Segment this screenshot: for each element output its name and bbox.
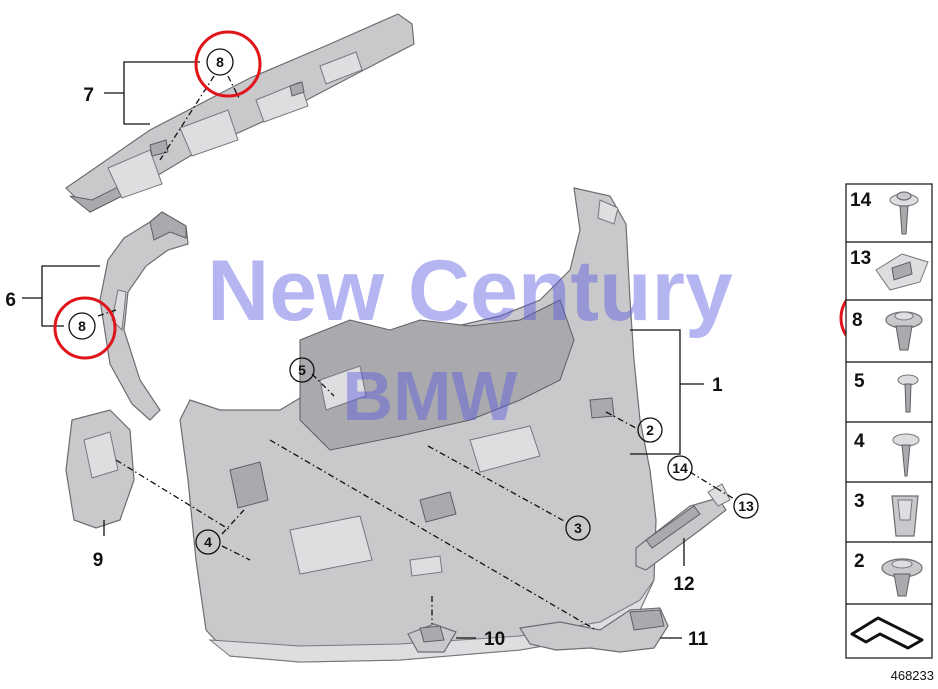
leader-lines	[22, 61, 737, 639]
callout-9: 9	[93, 550, 104, 571]
watermark-line1: New Century	[207, 243, 733, 339]
callout-2: 2	[646, 422, 654, 438]
callout-circle-3	[565, 515, 591, 541]
reference-number: 468233	[891, 668, 934, 683]
callout-circle-8a	[206, 48, 234, 76]
expanding-rivet-icon	[885, 311, 923, 351]
callout-14: 14	[672, 460, 688, 476]
push-rivet-icon	[881, 558, 923, 597]
clip-nut-icon	[875, 253, 929, 291]
callout-5: 5	[298, 362, 306, 378]
callout-1: 1	[712, 375, 723, 396]
spring-clip-icon	[891, 495, 919, 537]
callout-10: 10	[484, 629, 505, 650]
callout-8a: 8	[216, 54, 224, 70]
catalog-label-2: 2	[854, 551, 865, 572]
callout-13: 13	[738, 498, 754, 514]
callout-circle-4	[195, 529, 221, 555]
part-10-clip	[407, 623, 457, 653]
callout-6: 6	[5, 290, 16, 311]
callout-circle-14	[667, 455, 693, 481]
callout-3: 3	[574, 520, 582, 536]
catalog-label-4: 4	[854, 431, 865, 452]
part-12-handle	[635, 483, 731, 571]
catalog-label-3: 3	[854, 491, 865, 512]
screw-washer-icon	[889, 191, 919, 235]
callout-circle-5	[289, 357, 315, 383]
parts-catalog: 14 13 8 5 4 3 2	[845, 183, 934, 683]
catalog-label-5: 5	[854, 371, 865, 392]
callout-circle-8b	[68, 312, 96, 340]
callout-4: 4	[204, 534, 212, 550]
callouts: 7 6 1 9 10 11 12 8 8 5 2 3 4 14 13	[5, 48, 759, 650]
small-screw-icon	[897, 374, 919, 413]
callout-circle-13	[733, 493, 759, 519]
watermark-line2: BMW	[343, 357, 518, 435]
callout-11: 11	[688, 629, 709, 650]
bracket-symbol-icon	[850, 616, 924, 650]
part-7-upper-trim	[65, 13, 415, 213]
callout-12: 12	[673, 574, 694, 595]
catalog-label-13: 13	[850, 248, 871, 269]
part-9-cover	[65, 409, 135, 529]
highlight-circle-8a	[194, 30, 262, 98]
part-6-side-trim	[99, 211, 189, 421]
catalog-label-14: 14	[850, 190, 872, 211]
callout-circle-2	[637, 417, 663, 443]
highlight-circle-8b	[53, 296, 117, 360]
callout-8b: 8	[78, 318, 86, 334]
tapping-screw-icon	[892, 433, 920, 477]
callout-7: 7	[83, 85, 94, 106]
catalog-label-8: 8	[852, 310, 863, 331]
